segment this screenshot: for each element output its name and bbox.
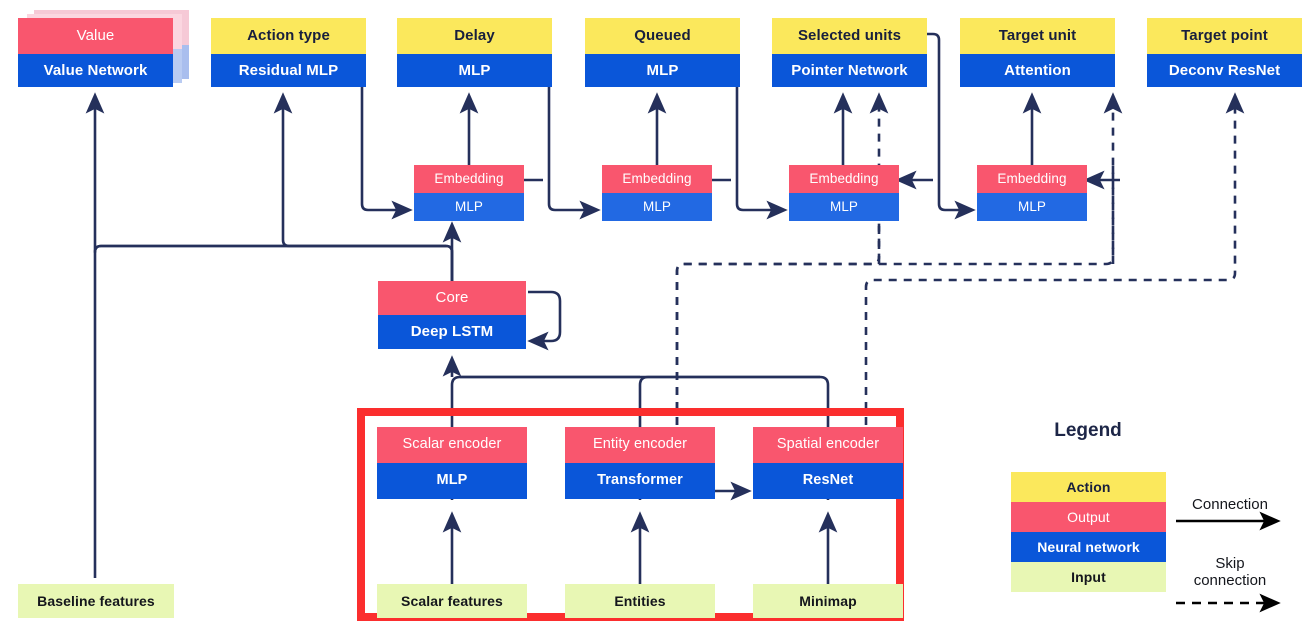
head-selected-units[interactable]: Selected units Pointer Network [772, 18, 927, 87]
head-target-point-action: Target point [1147, 18, 1302, 54]
embedding-2-output: Embedding [602, 165, 712, 193]
head-target-unit-action: Target unit [960, 18, 1115, 54]
input-baseline-features[interactable]: Baseline features [18, 584, 174, 618]
encoder-entity-network: Transformer [565, 463, 715, 499]
head-delay[interactable]: Delay MLP [397, 18, 552, 87]
embedding-2[interactable]: Embedding MLP [602, 165, 712, 221]
input-entities[interactable]: Entities [565, 584, 715, 618]
head-selected-units-network: Pointer Network [772, 54, 927, 87]
input-scalar-features[interactable]: Scalar features [377, 584, 527, 618]
head-delay-action: Delay [397, 18, 552, 54]
legend-skip-connection-label: Skip connection [1193, 555, 1267, 590]
embedding-4-output: Embedding [977, 165, 1087, 193]
embedding-4[interactable]: Embedding MLP [977, 165, 1087, 221]
core-output: Core [378, 281, 526, 315]
head-value-action: Value [18, 18, 173, 54]
head-target-unit-network: Attention [960, 54, 1115, 87]
embedding-4-network: MLP [977, 193, 1087, 221]
encoder-scalar-output: Scalar encoder [377, 427, 527, 463]
embedding-1[interactable]: Embedding MLP [414, 165, 524, 221]
head-value-network: Value Network [18, 54, 173, 87]
head-target-point[interactable]: Target point Deconv ResNet [1147, 18, 1302, 87]
embedding-3-network: MLP [789, 193, 899, 221]
core-module[interactable]: Core Deep LSTM [378, 281, 526, 349]
encoder-spatial-output: Spatial encoder [753, 427, 903, 463]
head-queued[interactable]: Queued MLP [585, 18, 740, 87]
legend-title: Legend [1054, 420, 1122, 441]
legend-connection-label: Connection [1192, 496, 1268, 513]
legend-swatch-output: Output [1011, 502, 1166, 532]
core-network: Deep LSTM [378, 315, 526, 349]
encoder-spatial[interactable]: Spatial encoder ResNet [753, 427, 903, 499]
head-selected-units-action: Selected units [772, 18, 927, 54]
embedding-1-output: Embedding [414, 165, 524, 193]
encoder-spatial-network: ResNet [753, 463, 903, 499]
head-target-unit[interactable]: Target unit Attention [960, 18, 1115, 87]
input-minimap[interactable]: Minimap [753, 584, 903, 618]
encoder-scalar-network: MLP [377, 463, 527, 499]
embedding-3[interactable]: Embedding MLP [789, 165, 899, 221]
encoder-entity[interactable]: Entity encoder Transformer [565, 427, 715, 499]
legend-swatch-action: Action [1011, 472, 1166, 502]
encoder-scalar[interactable]: Scalar encoder MLP [377, 427, 527, 499]
head-target-point-network: Deconv ResNet [1147, 54, 1302, 87]
embedding-2-network: MLP [602, 193, 712, 221]
head-action-type-action: Action type [211, 18, 366, 54]
head-action-type-network: Residual MLP [211, 54, 366, 87]
head-value[interactable]: Value Value Network [18, 18, 173, 87]
encoder-entity-output: Entity encoder [565, 427, 715, 463]
head-delay-network: MLP [397, 54, 552, 87]
legend-swatch-stack: Action Output Neural network Input [1011, 472, 1166, 592]
head-action-type[interactable]: Action type Residual MLP [211, 18, 366, 87]
legend-swatch-input: Input [1011, 562, 1166, 592]
legend-swatch-neural-network: Neural network [1011, 532, 1166, 562]
embedding-1-network: MLP [414, 193, 524, 221]
embedding-3-output: Embedding [789, 165, 899, 193]
head-queued-action: Queued [585, 18, 740, 54]
head-queued-network: MLP [585, 54, 740, 87]
